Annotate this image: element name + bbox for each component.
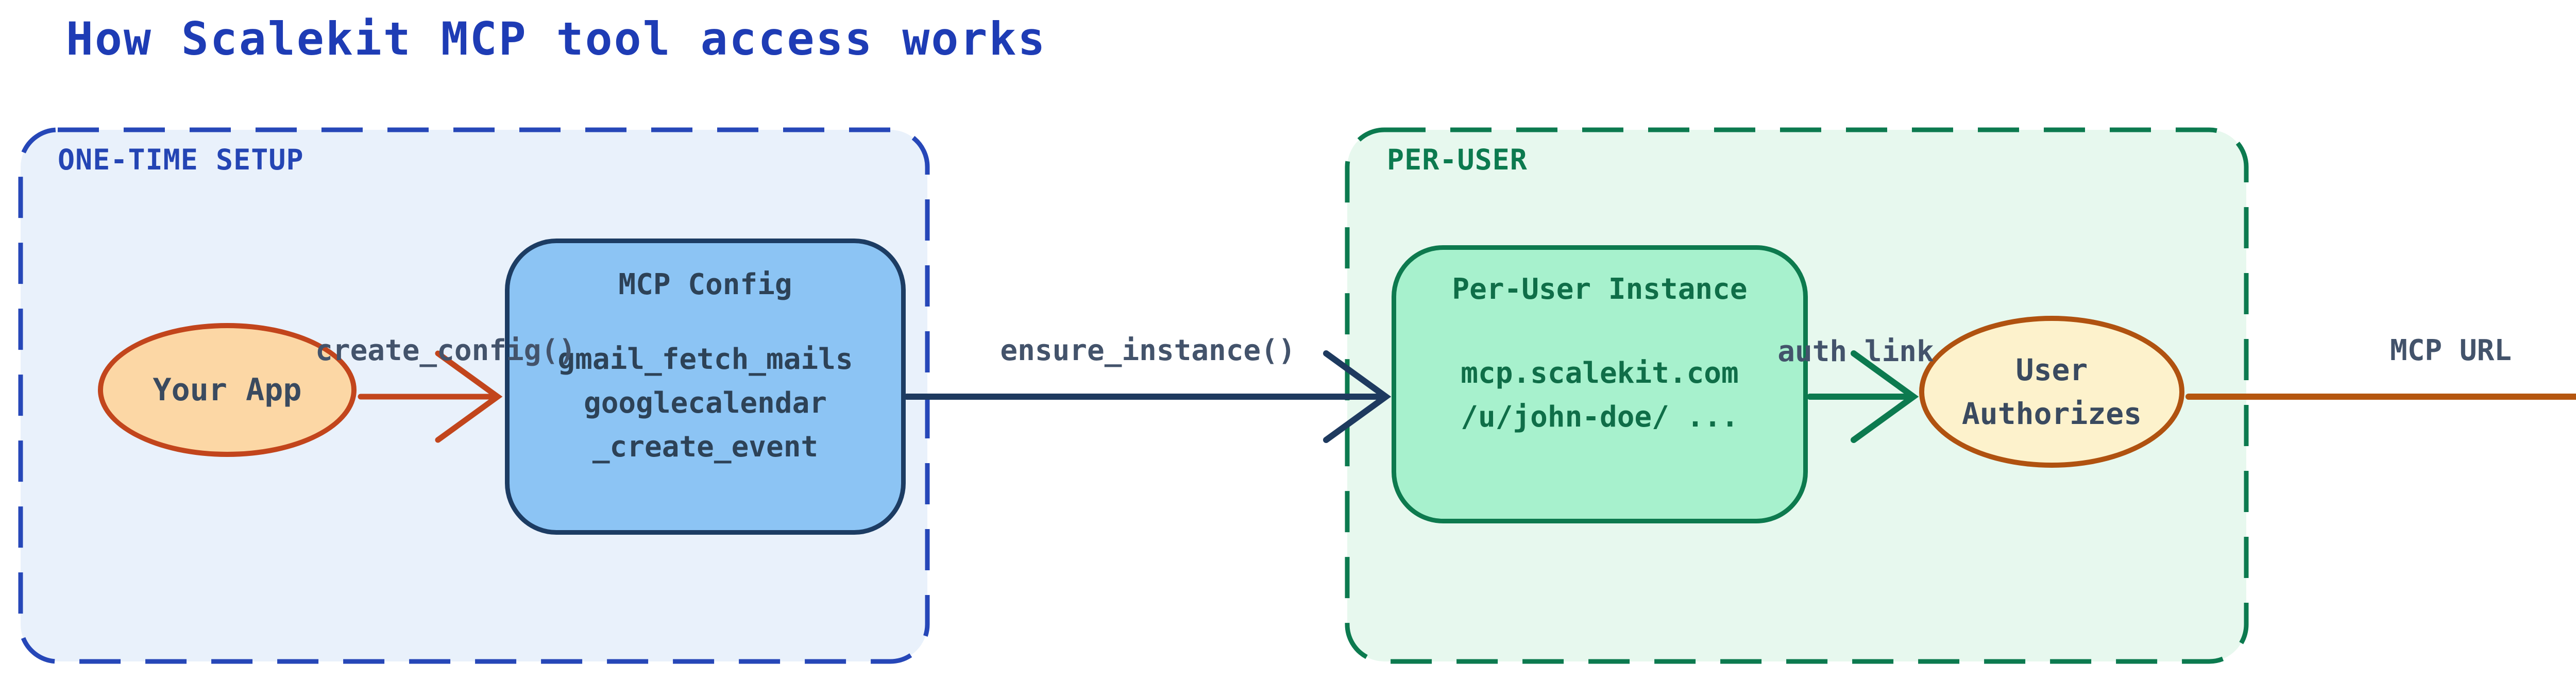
node-mcp-config-line: _create_event — [592, 430, 819, 464]
node-per-user-instance-line: /u/john-doe/ ... — [1461, 400, 1739, 434]
node-mcp-config-line: googlecalendar — [583, 386, 827, 420]
edge-label-create-config: create_config() — [315, 334, 576, 367]
edge-ensure-instance-arrow — [904, 350, 1392, 443]
node-mcp-config-line: gmail_fetch_mails — [557, 343, 853, 376]
node-your-app: Your App — [98, 323, 357, 457]
node-mcp-config: MCP Config gmail_fetch_mails googlecalen… — [505, 239, 906, 535]
node-per-user-instance-title: Per-User Instance — [1452, 273, 1748, 306]
node-your-app-label: Your App — [152, 372, 302, 408]
node-mcp-config-title: MCP Config — [618, 268, 792, 301]
node-per-user-instance-line: mcp.scalekit.com — [1461, 356, 1739, 390]
edge-create-config-arrow — [358, 350, 503, 443]
edge-label-auth-link: auth link — [1777, 335, 1934, 368]
edge-auth-link-arrow — [1807, 350, 1919, 443]
node-mcp-config-body: gmail_fetch_mails googlecalendar _create… — [557, 337, 853, 469]
node-user-authorizes-line: User — [2015, 352, 2088, 388]
edge-label-mcp-url: MCP URL — [2389, 334, 2512, 367]
node-user-authorizes-line: Authorizes — [1961, 396, 2142, 431]
group-label-per-user: PER-USER — [1387, 143, 1528, 176]
node-per-user-instance-body: mcp.scalekit.com /u/john-doe/ ... — [1461, 351, 1738, 439]
edge-label-ensure-instance: ensure_instance() — [1000, 334, 1296, 367]
node-user-authorizes: User Authorizes — [1919, 316, 2184, 468]
edge-mcp-url-arrow — [2185, 394, 2576, 400]
node-per-user-instance: Per-User Instance mcp.scalekit.com /u/jo… — [1392, 245, 1808, 523]
group-label-one-time-setup: ONE-TIME SETUP — [58, 143, 304, 176]
page-title: How Scalekit MCP tool access works — [66, 12, 1047, 65]
